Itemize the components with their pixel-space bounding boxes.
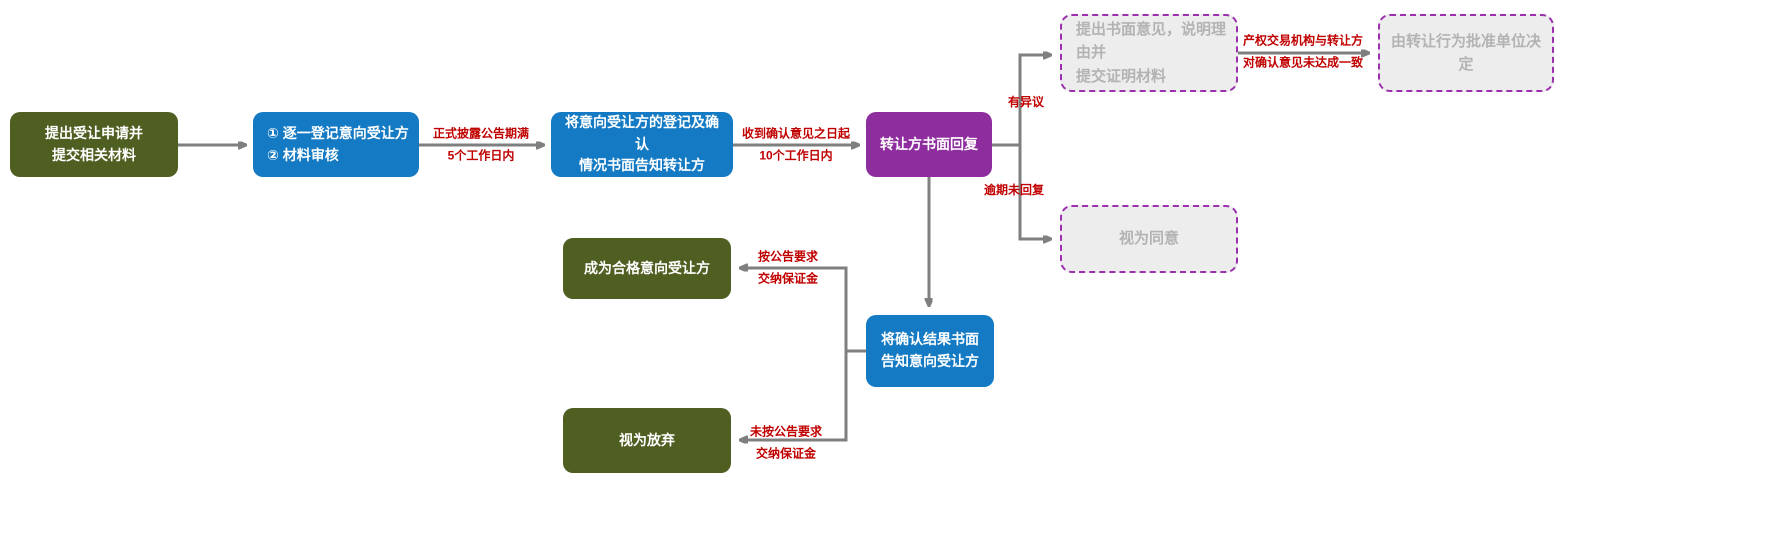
node-submit-application: 提出受让申请并 提交相关材料 <box>10 112 178 177</box>
edge-label-no-agreement: 产权交易机构与转让方 对确认意见未达成一致 <box>1242 33 1364 69</box>
node-qualified-intended-transferee: 成为合格意向受让方 <box>563 238 731 299</box>
node-written-objection-materials: 提出书面意见，说明理由并 提交证明材料 <box>1060 14 1238 92</box>
edge-label-overdue-no-reply: 逾期未回复 <box>983 183 1045 198</box>
edge-label-deposit-unpaid: 未按公告要求 交纳保证金 <box>749 424 823 460</box>
edge-label-announcement-period: 正式披露公告期满 5个工作日内 <box>432 126 530 162</box>
node-transferor-written-reply: 转让方书面回复 <box>866 112 992 177</box>
node-deemed-consent: 视为同意 <box>1060 205 1238 273</box>
node-register-review: ① 逐一登记意向受让方 ② 材料审核 <box>253 112 419 177</box>
edge-label-confirmation-days: 收到确认意见之日起 10个工作日内 <box>741 126 851 162</box>
node-approval-unit-decides: 由转让行为批准单位决定 <box>1378 14 1554 92</box>
edge-label-objection: 有异议 <box>1007 95 1045 110</box>
node-notify-transferor: 将意向受让方的登记及确认 情况书面告知转让方 <box>551 112 733 177</box>
node-deemed-abandoned: 视为放弃 <box>563 408 731 473</box>
edge-label-deposit-paid: 按公告要求 交纳保证金 <box>757 249 819 285</box>
node-notify-confirmation-result: 将确认结果书面 告知意向受让方 <box>866 315 994 387</box>
